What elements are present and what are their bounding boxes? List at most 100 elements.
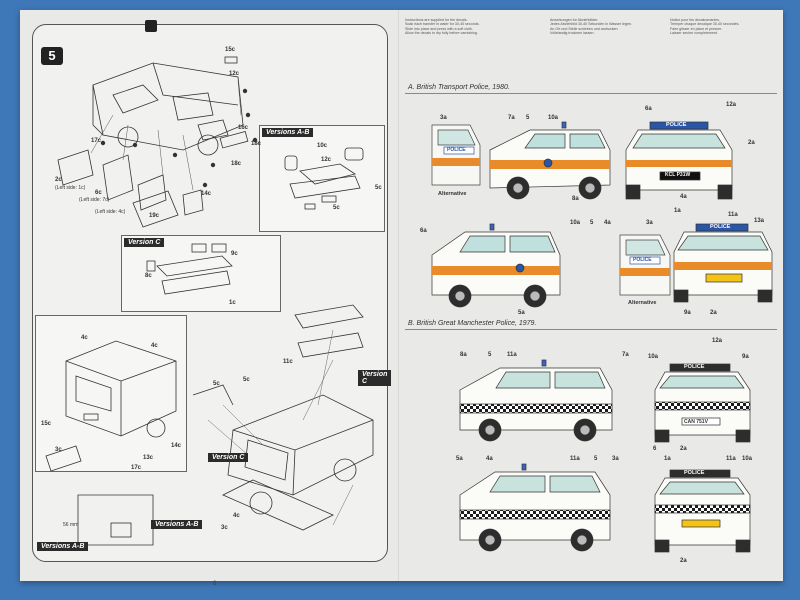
police-text-a: POLICE — [447, 147, 466, 153]
callout-a: 2a — [710, 310, 717, 316]
callout-a: 1a — [674, 208, 681, 214]
part-label: 14c — [201, 191, 212, 197]
part-label: 13c — [143, 455, 154, 461]
callout-b: 12a — [712, 338, 723, 344]
part-label: 5c — [333, 205, 340, 211]
section-b-title: B. British Great Manchester Police, 1979… — [408, 320, 537, 327]
car-side-b2 — [459, 463, 611, 552]
callout-a: 12a — [726, 102, 737, 108]
car-front-b — [654, 363, 751, 443]
version-c-tag: Version C — [124, 238, 165, 247]
versions-ab-bottom-inset: Versions A-B 56 mm — [35, 480, 145, 560]
page-number: 6 — [213, 581, 217, 587]
intro-text-col2: Anweisungen fur Abziehbilder. Jedes Abzi… — [550, 18, 632, 36]
part-label: 3c — [221, 525, 228, 531]
car-rear-b — [654, 469, 751, 553]
callout-b: 4a — [486, 456, 493, 462]
callout-a: 4a — [604, 220, 611, 226]
alternative-label-a: Alternative — [438, 191, 467, 197]
police-text-rear-a: POLICE — [710, 224, 731, 230]
body-shell-drawing — [57, 56, 258, 228]
police-text-rear-b: POLICE — [684, 470, 705, 476]
callout-b: 5a — [456, 456, 463, 462]
callout-a: 5a — [518, 310, 525, 316]
version-c-chassis-tag: Version C — [208, 453, 249, 462]
part-label: 12c — [229, 71, 240, 77]
callout-b: 5 — [488, 352, 492, 358]
beacon-drawing — [284, 147, 364, 210]
car-front-a — [625, 121, 733, 200]
callout-a: 4a — [680, 194, 687, 200]
part-label: 9c — [231, 251, 238, 257]
callout-b: 7a — [622, 352, 629, 358]
callout-a: 3a — [646, 220, 653, 226]
part-label: 4c — [233, 513, 240, 519]
version-c-right-tag: Version C — [358, 370, 392, 386]
callout-a: 5 — [590, 220, 594, 226]
callout-b: 2a — [680, 558, 687, 564]
step-panel: 5 — [32, 24, 392, 587]
car-side-a — [489, 121, 611, 200]
left-side-4c-note: (Left side: 4c) — [95, 209, 126, 215]
callout-b: 8a — [460, 352, 467, 358]
intro-text-col1: Instructions are supplied for the decals… — [405, 18, 480, 36]
part-label: 18c — [251, 141, 262, 147]
part-label: 3c — [55, 447, 62, 453]
car-side-b1 — [459, 359, 613, 442]
callout-a: 10a — [570, 220, 581, 226]
section-b-rule — [405, 329, 777, 330]
plate-a: KCL P31W — [665, 172, 691, 178]
callout-a: 13a — [754, 218, 765, 224]
version-c-inset: Version C — [121, 235, 281, 312]
part-label: 8c — [145, 273, 152, 279]
callout-a: 10a — [548, 115, 559, 121]
police-text-front-a: POLICE — [666, 122, 687, 128]
part-label: 17c — [91, 138, 102, 144]
left-side-7c-note: (Left side: 7c) — [79, 197, 110, 203]
rear-detail-inset — [35, 315, 187, 472]
callout-b: 11a — [726, 456, 736, 462]
callout-b: 1a — [664, 456, 671, 462]
callout-a: 11a — [728, 212, 738, 218]
callout-a: 6a — [420, 228, 427, 234]
callout-a: 8a — [572, 196, 579, 202]
intro-text-col3: Notice pour les decalcomanies. Tremper c… — [670, 18, 740, 36]
callout-b: 11a — [507, 352, 517, 358]
callout-b: 3a — [612, 456, 619, 462]
door-panel-a2 — [619, 234, 671, 296]
part-label: 4c — [151, 343, 158, 349]
instruction-sheet: 5 — [20, 10, 783, 587]
step-number: 5 — [41, 47, 63, 65]
measure-note: 56 mm — [63, 522, 79, 528]
section-a-rule — [405, 93, 777, 94]
callout-b: 11a — [570, 456, 580, 462]
part-label: 15c — [225, 47, 236, 53]
part-label: 12c — [321, 157, 332, 163]
version-ab-tag: Versions A-B — [262, 128, 314, 137]
part-label: 2c — [55, 177, 62, 183]
left-side-1c-note: (Left side: 1c) — [55, 185, 86, 191]
callout-b: 2a — [680, 446, 687, 452]
alternative-label-a2: Alternative — [628, 300, 657, 306]
part-label: 6c — [95, 190, 102, 196]
car-rear-a — [673, 223, 773, 303]
section-a-title: A. British Transport Police, 1980. — [408, 84, 510, 91]
section-b-vehicles — [459, 359, 751, 553]
part-label: 16c — [238, 125, 249, 131]
callout-a: 5 — [526, 115, 530, 121]
rear-body-drawing — [45, 340, 177, 472]
warning-icon — [145, 20, 157, 32]
part-label: 10c — [317, 143, 328, 149]
callout-b: 6 — [653, 446, 657, 452]
section-a-vehicles — [431, 121, 773, 308]
part-label: 18c — [231, 161, 242, 167]
callout-b: 9a — [742, 354, 749, 360]
part-label: 5c — [375, 185, 382, 191]
door-panel-a — [431, 124, 481, 186]
part-label: 19c — [149, 213, 160, 219]
version-ab-chassis-tag: Versions A-B — [151, 520, 203, 529]
callout-a: 7a — [508, 115, 515, 121]
part-label: 5c — [243, 377, 250, 383]
part-label: 15c — [41, 421, 52, 427]
part-label: 14c — [171, 443, 182, 449]
